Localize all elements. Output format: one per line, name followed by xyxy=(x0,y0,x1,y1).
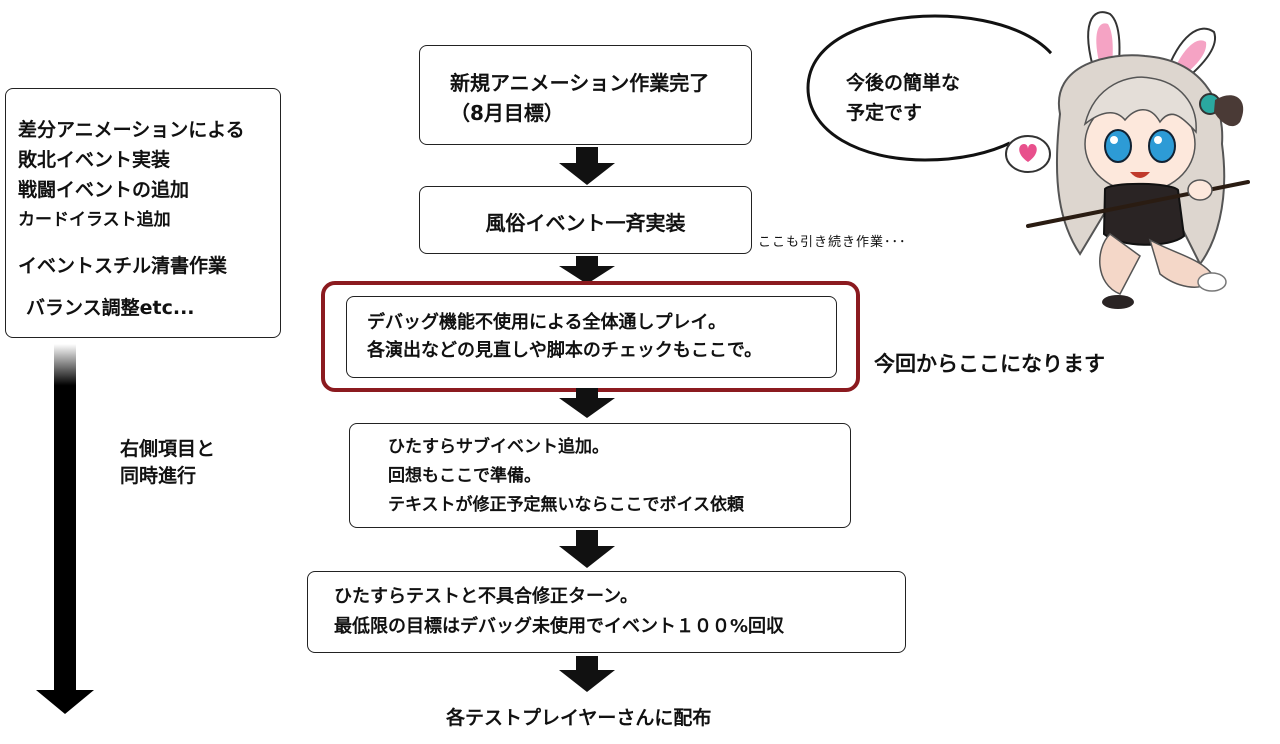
flow-step-3: デバッグ機能不使用による全体通しプレイ。 各演出などの見直しや脚本のチェックもこ… xyxy=(346,296,837,378)
left-task-2: 敗北イベント実装 xyxy=(18,149,171,171)
left-task-6: バランス調整etc... xyxy=(26,297,195,319)
flow-step-2: 風俗イベント一斉実装 xyxy=(419,186,752,254)
left-arrow-label-line-1: 右側項目と xyxy=(120,438,216,460)
flow-step-4-line-3: テキストが修正予定無いならここでボイス依頼 xyxy=(388,495,744,515)
left-arrow-label: 右側項目と 同時進行 xyxy=(120,436,215,490)
down-arrow-1 xyxy=(559,147,615,185)
flow-step-1-line-1: 新規アニメーション作業完了 xyxy=(450,71,710,95)
flow-step-5: ひたすらテストと不具合修正ターン。 最低限の目標はデバッグ未使用でイベント１００… xyxy=(307,571,906,653)
flow-step-4: ひたすらサブイベント追加。 回想もここで準備。 テキストが修正予定無いならここで… xyxy=(349,423,851,528)
flow-step-4-line-1: ひたすらサブイベント追加。 xyxy=(388,437,609,457)
down-arrow-2 xyxy=(559,256,615,284)
left-task-3: 戦闘イベントの追加 xyxy=(18,179,190,201)
flow-step-4-line-2: 回想もここで準備。 xyxy=(388,466,541,486)
flow-step-3-line-1: デバッグ機能不使用による全体通しプレイ。 xyxy=(367,312,727,333)
flow-step-1: 新規アニメーション作業完了 （8月目標） xyxy=(419,45,752,145)
down-arrow-4 xyxy=(559,530,615,568)
speech-bubble-line-1: 今後の簡単な xyxy=(846,72,961,94)
flow-step-3-line-2: 各演出などの見直しや脚本のチェックもここで。 xyxy=(367,340,763,361)
left-task-panel: 差分アニメーションによる 敗北イベント実装 戦闘イベントの追加 カードイラスト追… xyxy=(5,88,281,338)
down-arrow-3 xyxy=(559,388,615,418)
left-timeline-arrow xyxy=(36,344,94,714)
speech-bubble-text: 今後の簡単な 予定です xyxy=(846,68,960,128)
flow-step-2-note: ここも引き続き作業･･･ xyxy=(758,235,907,250)
flow-step-1-line-2: （8月目標） xyxy=(450,101,564,125)
flow-final-step: 各テストプレイヤーさんに配布 xyxy=(446,707,712,729)
left-task-1: 差分アニメーションによる xyxy=(18,119,245,141)
left-task-4: カードイラスト追加 xyxy=(18,210,171,230)
flow-step-2-label: 風俗イベント一斉実装 xyxy=(485,211,686,235)
left-arrow-label-line-2: 同時進行 xyxy=(120,465,197,487)
speech-bubble-line-2: 予定です xyxy=(846,102,923,124)
down-arrow-5 xyxy=(559,656,615,692)
bunny-girl-mascot-illustration xyxy=(1005,11,1272,314)
flow-step-5-line-1: ひたすらテストと不具合修正ターン。 xyxy=(334,586,639,607)
flow-step-5-line-2: 最低限の目標はデバッグ未使用でイベント１００%回収 xyxy=(334,616,785,637)
flow-step-3-note: 今回からここになります xyxy=(874,352,1105,376)
left-task-5: イベントスチル清書作業 xyxy=(18,255,228,277)
